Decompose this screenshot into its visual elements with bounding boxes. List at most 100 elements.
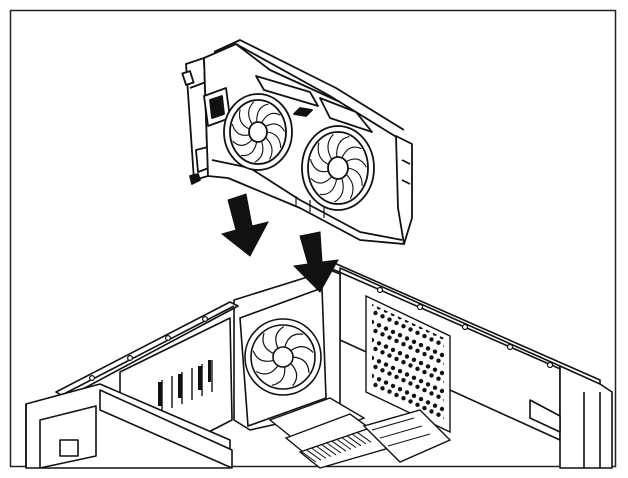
mesh-hole (373, 328, 378, 334)
mesh-hole (394, 374, 399, 380)
mesh-hole (439, 388, 444, 394)
mesh-hole (380, 386, 385, 391)
fan-blade (240, 141, 258, 157)
mesh-hole (372, 373, 375, 379)
fan-blade (256, 103, 269, 123)
mesh-hole (394, 320, 399, 326)
mesh-hole (387, 317, 392, 322)
slot-stripe (346, 435, 362, 447)
mesh-hole (383, 344, 389, 349)
fan-blade (345, 173, 354, 200)
mesh-hole (408, 345, 413, 350)
mesh-hole (373, 382, 378, 388)
mesh-hole (380, 368, 385, 373)
fan-blade (327, 133, 334, 161)
fan-blade (262, 333, 275, 355)
fan-blade (289, 362, 298, 387)
fan-blade (264, 123, 286, 132)
mesh-hole (432, 403, 438, 408)
mesh-hole (404, 336, 410, 341)
slot-stripe (326, 442, 342, 454)
mesh-hole (380, 350, 385, 355)
mesh-hole (429, 355, 434, 360)
mesh-hole (436, 358, 441, 363)
mesh-hole (373, 364, 378, 370)
fan-blade (266, 131, 282, 148)
mesh-hole (408, 399, 413, 404)
mesh-hole (422, 387, 427, 393)
fan-blade (252, 350, 275, 362)
down-arrow-icon (220, 193, 269, 257)
mesh-hole (411, 375, 417, 380)
fan-blade (334, 177, 344, 203)
mesh-hole (404, 354, 410, 359)
mesh-hole (376, 359, 382, 364)
mesh-hole (411, 339, 417, 344)
slot-stripe (341, 437, 357, 449)
mesh-hole (432, 367, 438, 372)
mesh-hole (422, 405, 427, 411)
fan-blade (231, 123, 251, 136)
mesh-hole (439, 352, 444, 358)
mesh-hole (418, 396, 424, 402)
mesh-hole (436, 376, 441, 381)
mesh-hole (408, 363, 413, 368)
mesh-hole (415, 348, 420, 353)
mesh-hole (436, 394, 441, 399)
fan-blade (319, 178, 338, 196)
mesh-hole (429, 373, 434, 378)
mesh-hole (408, 381, 413, 386)
case-fan-icon (239, 286, 327, 428)
fan-blade (284, 333, 304, 348)
mesh-hole (401, 324, 406, 329)
fan-blade (292, 356, 310, 373)
mesh-hole (418, 378, 424, 384)
mesh-hole (376, 323, 382, 328)
mesh-hole (397, 351, 403, 356)
mesh-hole (425, 346, 431, 351)
mesh-hole (425, 400, 431, 405)
slot-stripe (306, 449, 322, 461)
mesh-hole (415, 330, 420, 335)
mesh-hole (404, 372, 410, 377)
mesh-hole (422, 369, 427, 375)
fan-blade (232, 138, 253, 146)
mesh-hole (390, 347, 396, 353)
mesh-hole (411, 393, 417, 398)
slot-stripe (351, 433, 367, 445)
mesh-hole (432, 385, 438, 390)
down-arrow-icon (292, 231, 339, 293)
slot-stripe (336, 438, 352, 450)
mesh-hole (401, 396, 406, 401)
mesh-hole (436, 412, 441, 417)
mesh-hole (411, 357, 417, 362)
mesh-hole (415, 402, 420, 407)
mesh-hole (390, 383, 396, 389)
mesh-hole (436, 340, 441, 345)
slot-stripe (316, 446, 332, 458)
fan-blade (290, 346, 314, 353)
mesh-hole (429, 409, 434, 414)
fan-blade (238, 109, 251, 130)
mesh-hole (376, 377, 382, 382)
mesh-hole (425, 382, 431, 387)
mesh-hole (439, 406, 444, 412)
mesh-hole (372, 319, 375, 325)
fan-blade (346, 167, 363, 186)
mesh-hole (408, 327, 413, 332)
mesh-hole (387, 353, 392, 358)
mesh-hole (390, 365, 396, 371)
fan-blade (255, 364, 279, 375)
mesh-hole (387, 389, 392, 394)
fan-blade (336, 136, 350, 158)
slot-stripe (301, 451, 317, 463)
mesh-hole (387, 371, 392, 376)
mesh-hole (429, 391, 434, 396)
mesh-hole (415, 384, 420, 389)
slot-stripe (321, 444, 337, 456)
mesh-hole (394, 392, 399, 398)
mesh-hole (380, 314, 385, 319)
mesh-hole (372, 304, 375, 307)
mesh-hole (397, 369, 403, 374)
